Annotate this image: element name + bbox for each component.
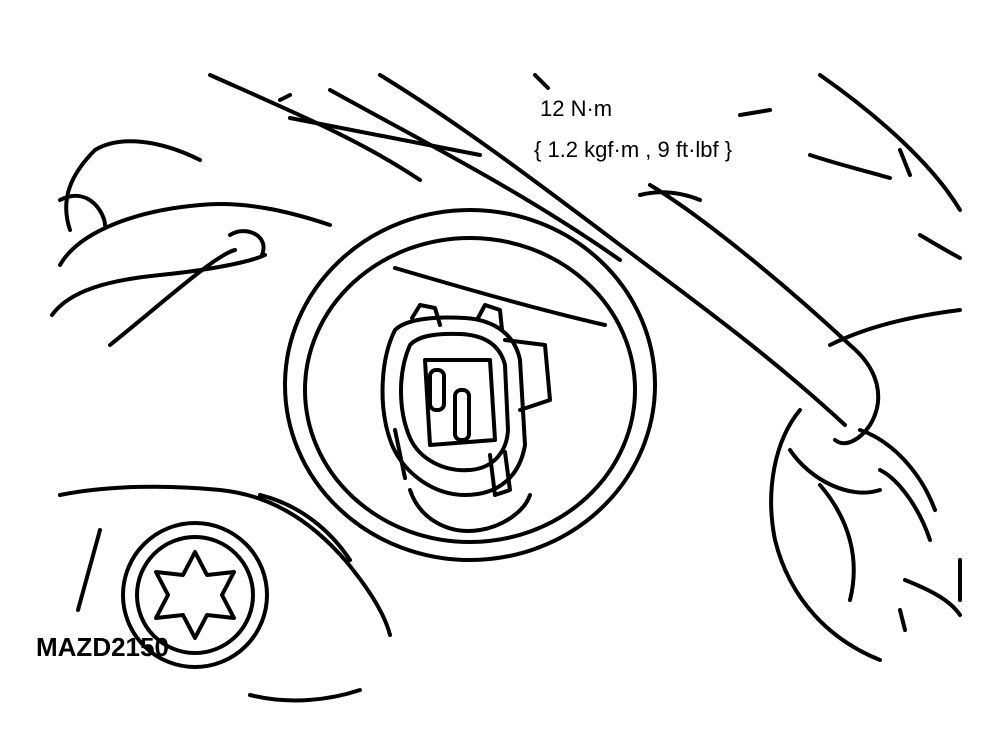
right-bracket (769, 308, 962, 662)
lower-housing (58, 484, 392, 703)
sensor-connector (380, 303, 552, 533)
torque-value-label: 12 N·m (540, 96, 613, 121)
figure-code-label: MAZD2150 (36, 632, 169, 662)
sensor-boss (283, 208, 657, 562)
leader-line (638, 190, 702, 202)
upper-cable (208, 73, 962, 446)
left-hose-shape (50, 139, 332, 347)
torque-conversion-label: { 1.2 kgf·m , 9 ft·lbf } (534, 137, 733, 162)
torx-bolt (121, 521, 269, 669)
